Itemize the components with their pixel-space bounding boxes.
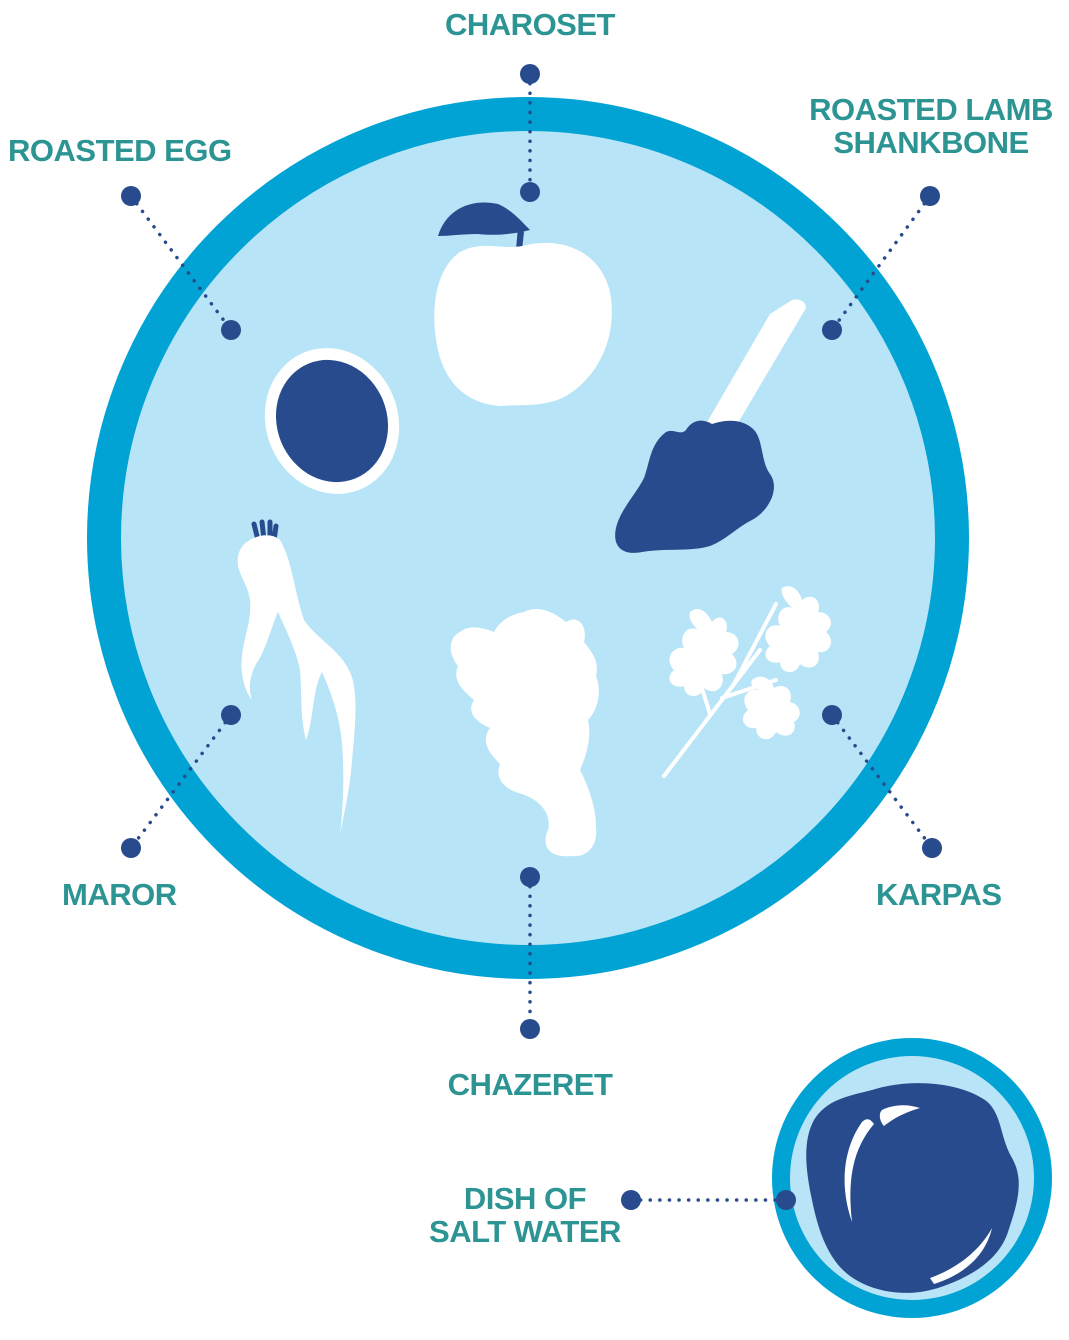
label-roasted-lamb-shankbone: ROASTED LAMB SHANKBONE xyxy=(800,93,1062,159)
label-dish-of-salt-water: DISH OF SALT WATER xyxy=(410,1182,640,1248)
label-roasted-egg: ROASTED EGG xyxy=(8,134,232,167)
label-maror: MAROR xyxy=(62,878,177,911)
label-salt-water-line2: SALT WATER xyxy=(410,1215,640,1248)
label-salt-water-line1: DISH OF xyxy=(410,1182,640,1215)
seder-plate xyxy=(104,114,952,962)
salt-water-icon xyxy=(806,1083,1019,1293)
label-charoset: CHAROSET xyxy=(430,8,630,41)
label-chazeret: CHAZERET xyxy=(420,1068,640,1101)
label-karpas: KARPAS xyxy=(876,878,1002,911)
label-roasted-lamb-line2: SHANKBONE xyxy=(800,126,1062,159)
label-roasted-lamb-line1: ROASTED LAMB xyxy=(800,93,1062,126)
salt-water-dish xyxy=(772,1038,1052,1318)
